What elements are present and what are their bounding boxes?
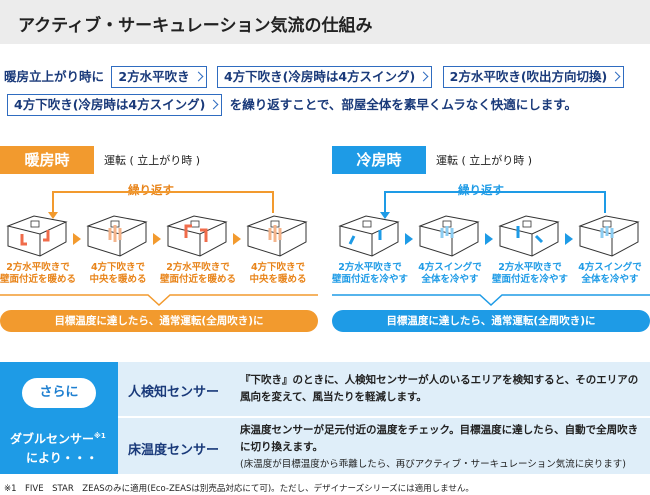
arrow-right-icon [152,230,162,245]
sarani-pill: さらに [22,378,96,408]
caption: 4方下吹きで 中央を暖める [78,262,158,286]
caption-line: 壁面付近を冷やす [331,274,408,285]
double-sensor-label-block: さらに ダブルセンサー※1 により・・・ [0,362,118,474]
floor-sensor-note: (床温度が目標温度から乖離したら、再びアクティブ・サーキュレーション気流に戻りま… [240,459,626,470]
caption-line: 中央を暖める [249,274,307,285]
floor-sensor-row: 床温度センサー 床温度センサーが足元付近の温度をチェック。目標温度に達したら、自… [118,418,650,474]
cooling-rooms [332,212,650,262]
double-sensor-label: ダブルセンサー※1 [10,430,106,447]
flow-step-4: 4方下吹き(冷房時は4方スイング) [7,94,223,116]
caption-line: 壁面付近を暖める [159,274,236,285]
arrow-right-icon [404,230,414,245]
caption-line: 2方水平吹きで [338,262,402,273]
floor-sensor-name: 床温度センサー [128,443,220,458]
cool-room-2-svg [418,215,480,257]
title-bar: アクティブ・サーキュレーション気流の仕組み [0,0,650,44]
page-title: アクティブ・サーキュレーション気流の仕組み [18,16,373,36]
room-diagram-icon [4,212,70,260]
caption: 2方水平吹きで 壁面付近を冷やす [330,262,410,286]
heat-room-1-svg [6,215,68,257]
heating-repeat-loop-arrow [48,191,274,219]
arrow-right-icon [232,230,242,245]
heating-down-chevron-icon [0,294,318,306]
heating-rooms [0,212,318,262]
heating-result-banner: 目標温度に達したら、通常運転(全周吹き)に [0,310,318,332]
caption-line: 2方水平吹きで [166,262,230,273]
room-diagram-icon [496,212,562,260]
arrow-right-icon [484,230,494,245]
cooling-panel: 冷房時 運転 ( 立上がり時 ) 繰り返す [332,146,650,334]
caption: 4方下吹きで 中央を暖める [238,262,318,286]
flow-step-2: 4方下吹き(冷房時は4方スイング) [216,66,433,88]
room-diagram-icon [164,212,230,260]
caption: 2方水平吹きで 壁面付近を暖める [158,262,238,286]
heating-repeat-label: 繰り返す [128,183,174,197]
heating-panel: 暖房時 運転 ( 立上がり時 ) 繰り返す [0,146,318,334]
human-sensor-name: 人検知センサー [128,385,220,400]
flow-step-1: 2方水平吹き [111,66,207,88]
caption-line: 壁面付近を冷やす [491,274,568,285]
caption-line: 2方水平吹きで [498,262,562,273]
room-diagram-icon [576,212,642,260]
caption-line: 全体を冷やす [421,274,479,285]
footnote: ※1 FIVE STAR ZEASのみに適用(Eco-ZEASは別売品対応にて可… [4,484,474,494]
caption-line: 4方下吹きで [90,262,146,273]
caption: 4方スイングで 全体を冷やす [570,262,650,286]
cooling-repeat-loop-arrow [380,191,606,219]
cooling-captions: 2方水平吹きで 壁面付近を冷やす 4方スイングで 全体を冷やす 2方水平吹きで … [332,262,650,292]
caption-line: 壁面付近を暖める [0,274,76,285]
flow-step-3: 2方水平吹き(吹出方向切換) [442,66,625,88]
room-diagram-icon [336,212,402,260]
caption-line: 中央を暖める [89,274,147,285]
floor-sensor-desc-main: 床温度センサーが足元付近の温度をチェック。目標温度に達したら、自動で全周吹きに切… [240,424,639,453]
double-sensor-section: さらに ダブルセンサー※1 により・・・ 人検知センサー 『下吹き』のときに、人… [0,362,650,474]
room-diagram-icon [416,212,482,260]
flow-intro: 暖房立上がり時に [4,69,105,84]
flow-line-2: 4方下吹き(冷房時は4方スイング) を繰り返すことで、部屋全体を素早くムラなく快… [4,94,577,118]
caption: 4方スイングで 全体を冷やす [410,262,490,286]
human-sensor-desc: 『下吹き』のときに、人検知センサーが人のいるエリアを検知すると、そのエリアの風向… [240,374,639,403]
caption: 2方水平吹きで 壁面付近を冷やす [490,262,570,286]
cooling-badge: 冷房時 [332,146,426,174]
flow-outro: を繰り返すことで、部屋全体を素早くムラなく快適にします。 [229,97,577,112]
cooling-down-chevron-icon [332,294,650,306]
heat-room-3-svg [166,215,228,257]
caption-line: 4方下吹きで [250,262,306,273]
caption: 2方水平吹きで 壁面付近を暖める [0,262,78,286]
heating-subtitle: 運転 ( 立上がり時 ) [104,154,201,167]
caption-line: 2方水平吹きで [6,262,70,273]
arrow-right-icon [564,230,574,245]
human-sensor-row: 人検知センサー 『下吹き』のときに、人検知センサーが人のいるエリアを検知すると、… [118,362,650,416]
cooling-repeat-label: 繰り返す [458,183,504,197]
cooling-result-banner: 目標温度に達したら、通常運転(全周吹き)に [332,310,650,332]
flow-line-1: 暖房立上がり時に 2方水平吹き 4方下吹き(冷房時は4方スイング) 2方水平吹き… [4,66,627,90]
caption-line: 4方スイングで [418,262,482,273]
cool-room-1-svg [338,215,400,257]
room-diagram-icon [84,212,150,260]
cooling-subtitle: 運転 ( 立上がり時 ) [436,154,533,167]
room-diagram-icon [244,212,310,260]
arrow-right-icon [72,230,82,245]
heating-captions: 2方水平吹きで 壁面付近を暖める 4方下吹きで 中央を暖める 2方水平吹きで 壁… [0,262,318,292]
caption-line: 4方スイングで [578,262,642,273]
heating-badge: 暖房時 [0,146,94,174]
footnote-mark: ※1 [94,432,106,440]
cool-room-4-svg [578,215,640,257]
heat-room-2-svg [86,215,148,257]
heat-room-4-svg [246,215,308,257]
double-sensor-text: ダブルセンサー [10,432,95,446]
by-label: により・・・ [26,451,98,465]
floor-sensor-desc: 床温度センサーが足元付近の温度をチェック。目標温度に達したら、自動で全周吹きに切… [240,422,646,473]
cool-room-3-svg [498,215,560,257]
caption-line: 全体を冷やす [581,274,639,285]
